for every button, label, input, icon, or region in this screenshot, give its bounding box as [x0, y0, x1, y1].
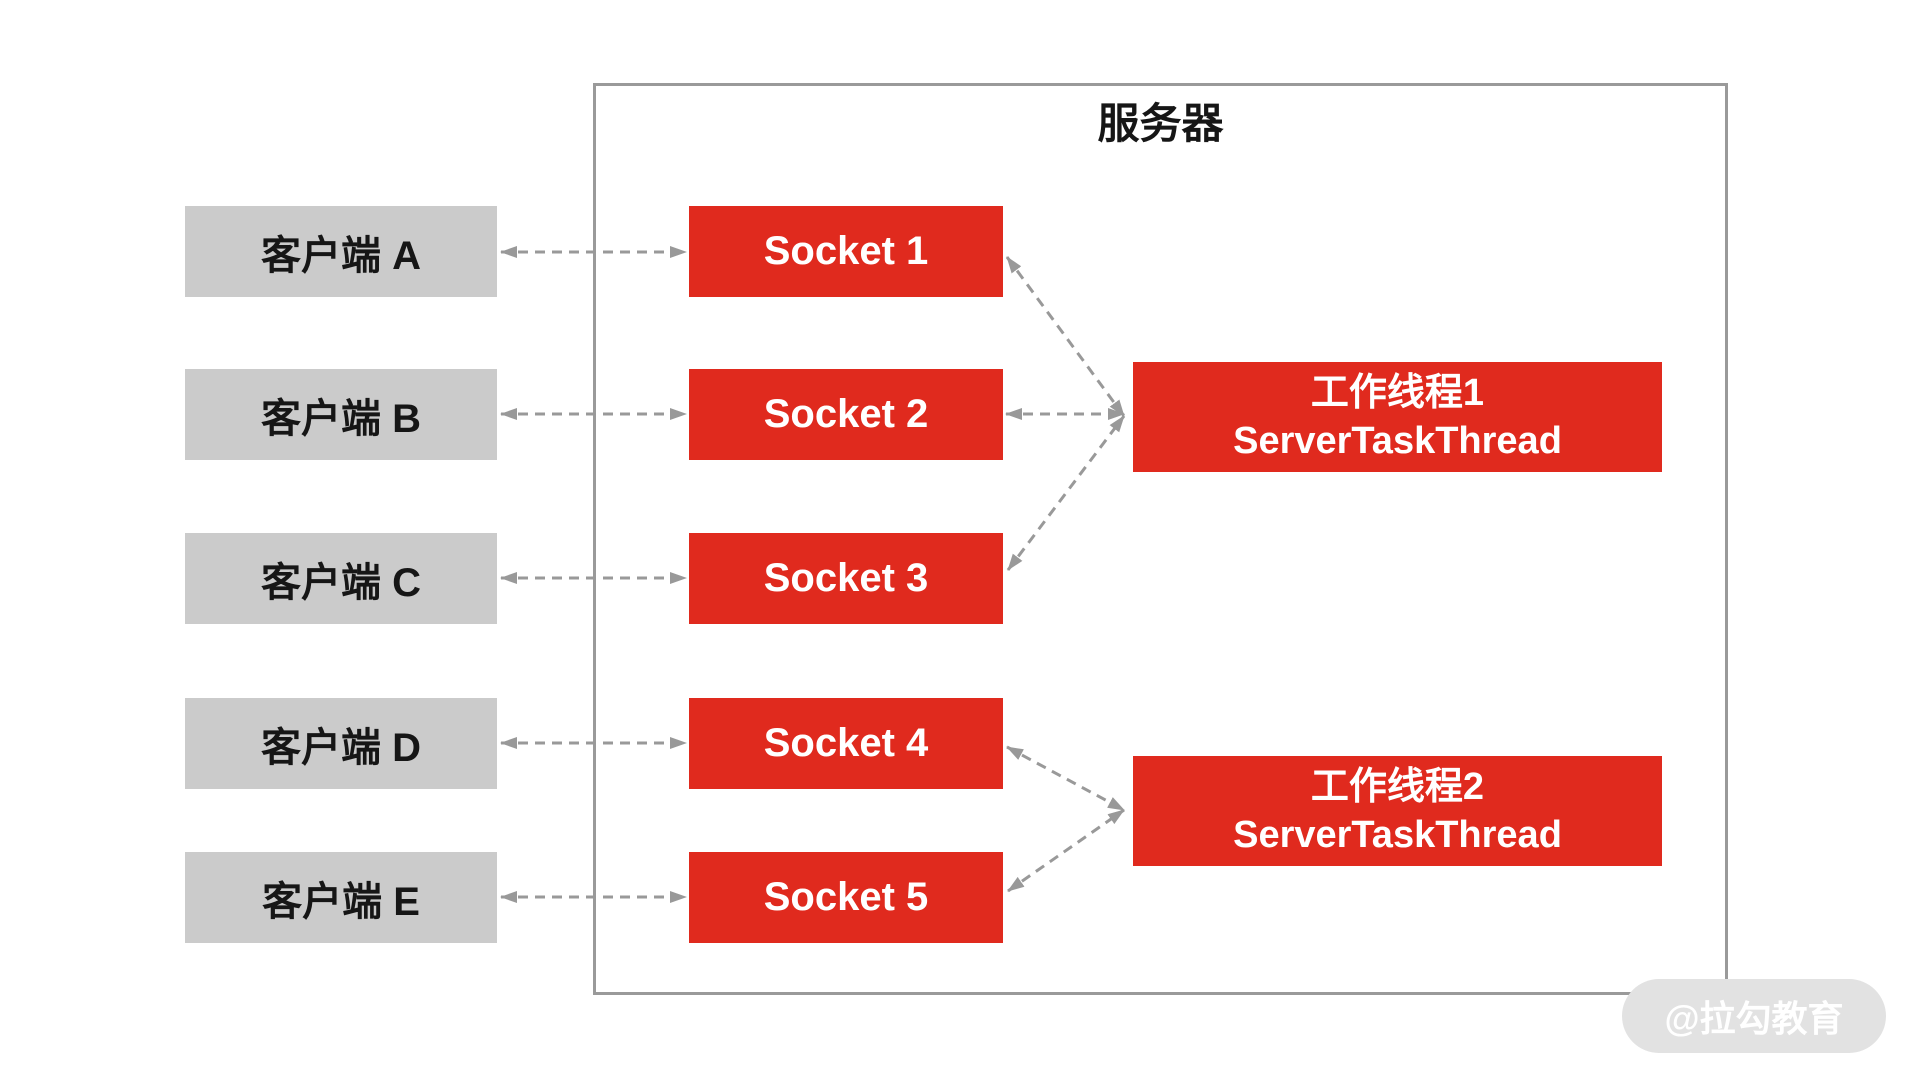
socket-1-box: Socket 1: [689, 206, 1003, 297]
client-d-box: 客户端 D: [185, 698, 497, 789]
client-b-label: 客户端 B: [261, 396, 421, 441]
server-title: 服务器: [1097, 100, 1224, 147]
worker-thread-2-title: 工作线程2: [1310, 766, 1485, 808]
worker-thread-2-subtitle: ServerTaskThread: [1233, 814, 1562, 856]
socket-4-label: Socket 4: [763, 721, 929, 765]
socket-3-label: Socket 3: [763, 556, 929, 600]
socket-3-box: Socket 3: [689, 533, 1003, 624]
worker-thread-2-box: 工作线程2 ServerTaskThread: [1133, 756, 1662, 866]
client-e-box: 客户端 E: [185, 852, 497, 943]
client-e-label: 客户端 E: [262, 879, 420, 924]
server-box: [593, 83, 1728, 995]
client-c-box: 客户端 C: [185, 533, 497, 624]
worker-thread-1-title: 工作线程1: [1310, 372, 1485, 414]
socket-5-label: Socket 5: [763, 875, 929, 919]
socket-5-box: Socket 5: [689, 852, 1003, 943]
client-a-label: 客户端 A: [261, 233, 421, 278]
client-b-box: 客户端 B: [185, 369, 497, 460]
worker-thread-1-subtitle: ServerTaskThread: [1233, 420, 1562, 462]
watermark-text: @拉勾教育: [1664, 998, 1844, 1039]
client-c-label: 客户端 C: [261, 560, 421, 605]
worker-thread-1-box: 工作线程1 ServerTaskThread: [1133, 362, 1662, 472]
socket-2-box: Socket 2: [689, 369, 1003, 460]
client-a-box: 客户端 A: [185, 206, 497, 297]
socket-4-box: Socket 4: [689, 698, 1003, 789]
socket-1-label: Socket 1: [763, 229, 929, 273]
watermark-badge: @拉勾教育: [1622, 979, 1886, 1053]
client-d-label: 客户端 D: [261, 725, 421, 770]
socket-2-label: Socket 2: [763, 392, 929, 436]
